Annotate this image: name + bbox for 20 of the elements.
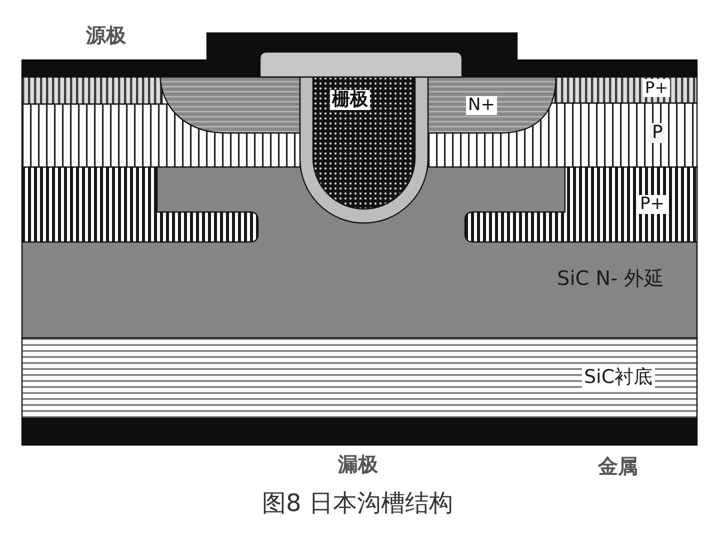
- interlayer-dielectric: [260, 52, 462, 77]
- region-label: SiC N- 外延: [557, 267, 664, 289]
- region-label: 栅极: [330, 90, 370, 110]
- p-plus-region: [555, 76, 697, 103]
- region-label: SiC衬底: [582, 367, 655, 388]
- p-plus-region: [22, 76, 162, 104]
- p-plus-region: [465, 167, 697, 242]
- electrode-label: 源极: [86, 24, 126, 46]
- figure-caption: 图8 日本沟槽结构: [262, 490, 453, 516]
- layer-label: 金属: [598, 455, 638, 477]
- electrode-label: 漏极: [338, 453, 378, 475]
- region-label: P+: [643, 79, 670, 97]
- region-label: P+: [638, 195, 666, 214]
- gate-electrode: [313, 76, 415, 209]
- region-label: N+: [466, 96, 497, 115]
- epitaxial-layer: [22, 165, 697, 338]
- substrate-layer: [22, 338, 697, 418]
- region-label: P: [650, 123, 665, 143]
- p-plus-region: [22, 167, 258, 242]
- drain-metal: [22, 419, 697, 445]
